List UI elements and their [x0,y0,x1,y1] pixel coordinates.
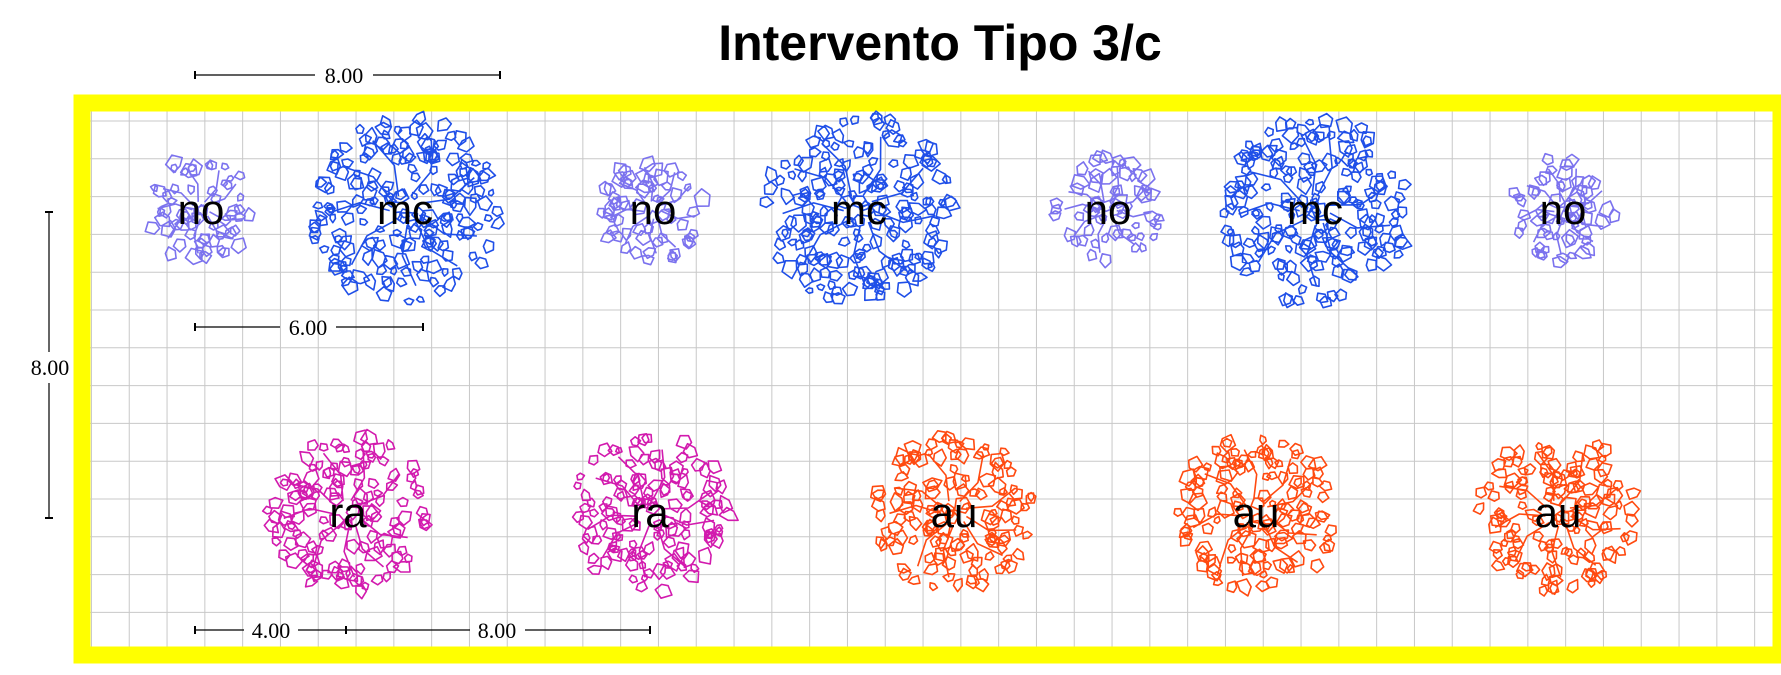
dimension-label: 8.00 [325,63,364,88]
tree-canopy [1219,112,1413,309]
plants-bottom-row: ra ra au au au [261,428,1642,600]
plants-top-row: no mc no mc no mc no [144,110,1621,309]
tree-canopy [261,428,433,600]
dimension-label: 8.00 [31,355,70,380]
plant-label: mc [1287,186,1343,233]
plant-label: au [1233,489,1280,536]
plant-label: mc [377,186,433,233]
dimension-top-spacing: 8.00 [194,63,501,88]
tree-no: no [144,154,256,266]
plant-label: no [1085,186,1132,233]
grid [82,104,1781,654]
tree-mc: mc [1219,112,1413,309]
tree-au: au [1173,433,1337,597]
tree-canopy [1173,433,1337,597]
diagram-title: Intervento Tipo 3/c [718,15,1162,71]
tree-no: no [596,155,711,266]
plant-label: au [931,489,978,536]
plant-label: au [1535,489,1582,536]
tree-canopy [870,430,1037,593]
tree-canopy [1048,149,1165,269]
tree-au: au [1472,439,1642,597]
tree-canopy [144,154,256,266]
tree-mc: mc [308,110,505,306]
dimension-label: 4.00 [252,618,291,643]
tree-canopy [759,110,961,305]
plant-label: no [630,186,677,233]
dimension-row-spacing: 8.00 [31,211,70,519]
tree-canopy [571,433,739,599]
tree-no: no [1508,152,1621,269]
plant-label: no [178,186,225,233]
plant-label: ra [329,489,367,536]
site-frame [73,94,1781,664]
tree-ra: ra [261,428,433,600]
tree-mc: mc [759,110,961,305]
tree-ra: ra [571,433,739,599]
dimension-plant-spacing-top: 6.00 [194,315,424,340]
tree-canopy [308,110,505,306]
tree-canopy [1508,152,1621,269]
tree-canopy [1472,439,1642,597]
tree-no: no [1048,149,1165,269]
dimension-label: 8.00 [478,618,517,643]
plant-label: mc [831,186,887,233]
dimension-bottom: 4.00 8.00 [194,618,651,643]
tree-au: au [870,430,1037,593]
plant-label: ra [631,489,669,536]
plant-label: no [1540,186,1587,233]
dimension-label: 6.00 [289,315,328,340]
tree-canopy [596,155,711,266]
